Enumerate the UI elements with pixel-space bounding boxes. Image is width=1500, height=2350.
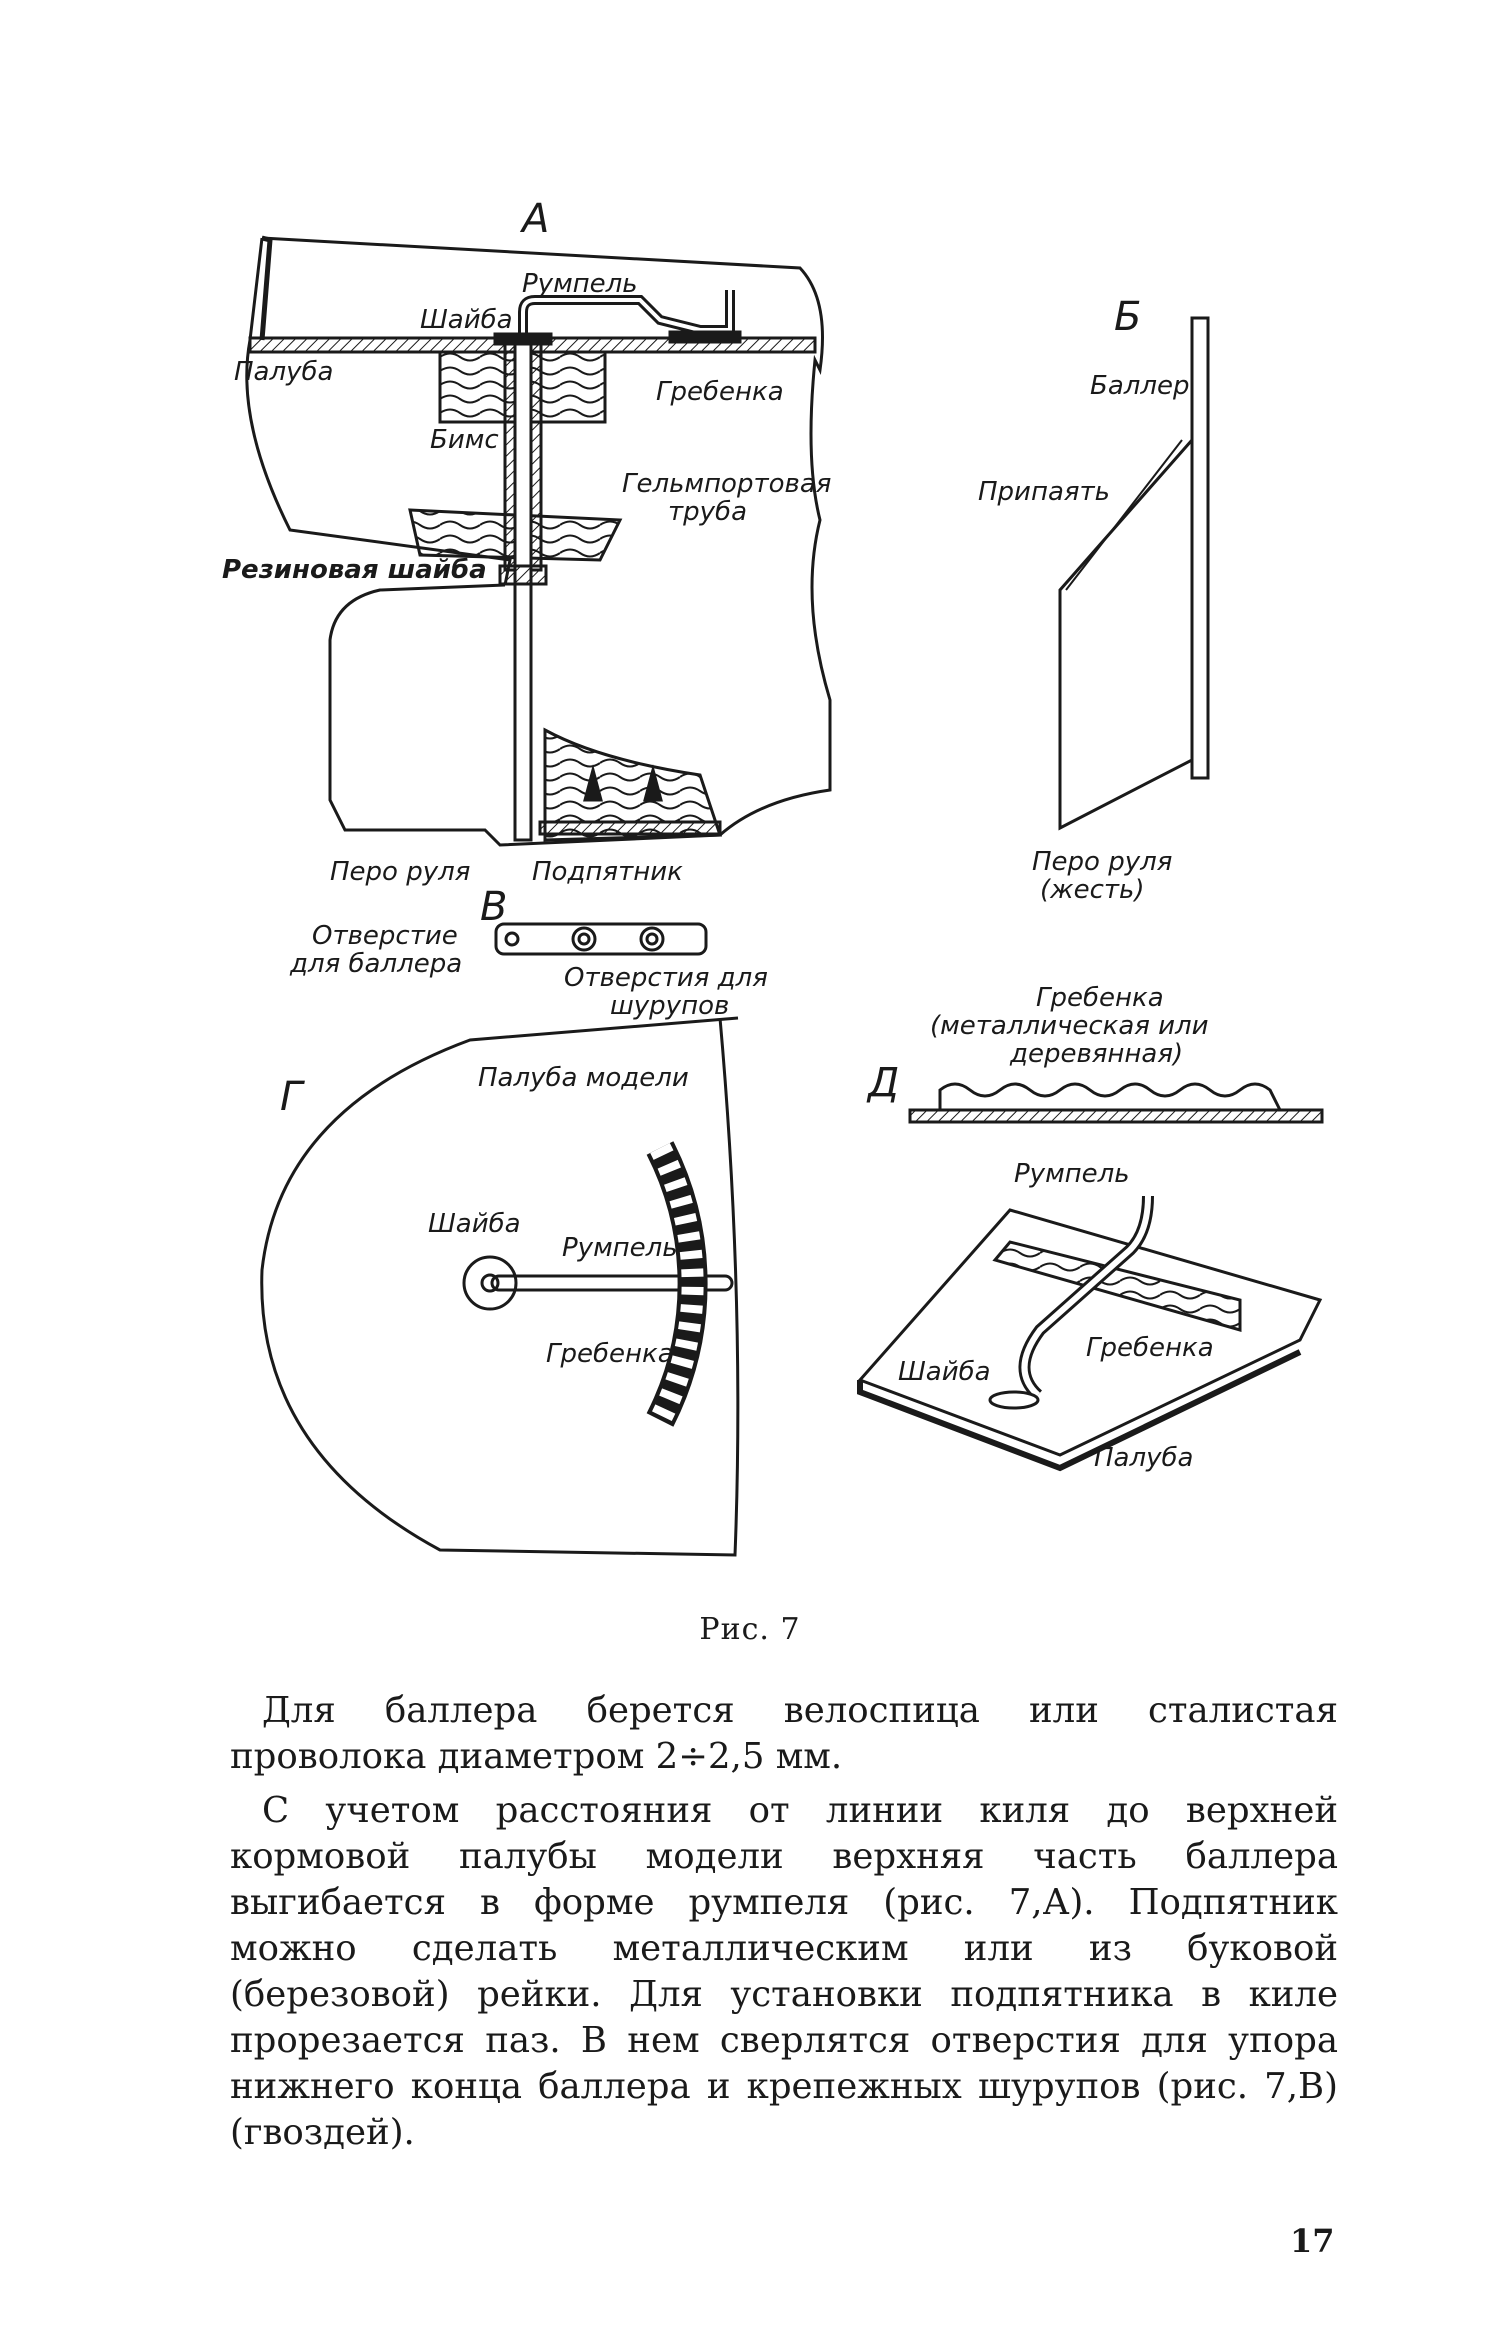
deck-perspective — [857, 1208, 1323, 1457]
comb-on-deck — [668, 330, 742, 344]
tiller-rod — [490, 1274, 734, 1292]
label-deck: Палуба модели — [478, 1063, 689, 1093]
hull-outline — [261, 236, 832, 847]
label-grebenka-2: (металлическая или — [930, 1011, 1209, 1041]
panel-d: Д Гребенка (металлическая или деревянная… — [857, 983, 1324, 1473]
paragraph-2: С учетом расстояния от линии киля до вер… — [230, 1790, 1338, 2153]
rubber-washer — [498, 564, 548, 586]
paragraph-1: Для баллера берется велоспица или сталис… — [230, 1690, 1338, 1777]
label-pero-2: (жесть) — [1040, 875, 1144, 905]
panel-v: В Отверстие для баллера Отверстия для шу… — [289, 884, 768, 1021]
label-pero-rulya: Перо руля — [330, 857, 470, 887]
label-paluba: Палуба — [234, 357, 333, 387]
label-bims: Бимс — [430, 425, 499, 455]
label-rumpel: Румпель — [522, 269, 638, 299]
label-gelmport-2: труба — [668, 497, 747, 527]
panel-b: Б Баллер Припаять Перо руля (жесть) — [978, 294, 1210, 905]
page-number: 17 — [1290, 2222, 1335, 2260]
label-baller: Баллер — [1090, 371, 1190, 401]
label-shaiba: Шайба — [428, 1209, 521, 1239]
washer-outer — [462, 1255, 518, 1311]
label-grebenka-3: деревянная) — [1009, 1039, 1183, 1069]
washer-perspective — [988, 1390, 1040, 1410]
panel-g: Г Палуба модели Шайба Румпель Гребенка — [260, 1016, 740, 1557]
figure-7-drawing: А Румпель Шайба Палуба Гребенка Бимс Гел… — [222, 196, 1324, 1557]
label-holes-2: шурупов — [610, 991, 729, 1021]
thrust-bearing — [538, 820, 722, 836]
comb-perspective — [992, 1240, 1242, 1332]
label-grebenka: Гребенка — [1086, 1333, 1214, 1363]
panel-a-letter: А — [519, 196, 549, 242]
label-grebenka: Гребенка — [656, 377, 784, 407]
label-hole-1: Отверстие — [312, 921, 458, 951]
label-grebenka-1: Гребенка — [1036, 983, 1164, 1013]
body-text: Для баллера берется велоспица или сталис… — [230, 1680, 1338, 2156]
comb-base — [908, 1108, 1324, 1124]
keel — [543, 727, 723, 842]
deck-outline — [260, 1016, 740, 1557]
label-gelmport-1: Гельмпортовая — [622, 469, 831, 499]
panel-a: А Румпель Шайба Палуба Гребенка Бимс Гел… — [222, 196, 832, 887]
label-rubber-washer: Резиновая шайба — [222, 555, 487, 585]
figure-caption: Рис. 7 — [699, 1612, 801, 1647]
label-pripayat: Припаять — [978, 477, 1110, 507]
deck-washer — [493, 332, 553, 346]
label-rumpel: Румпель — [562, 1233, 678, 1263]
label-hole-2: для баллера — [289, 949, 462, 979]
label-pero-1: Перо руля — [1032, 847, 1172, 877]
panel-d-letter: Д — [866, 1060, 899, 1106]
screw — [583, 764, 603, 802]
label-shaiba: Шайба — [420, 305, 513, 335]
screw-hole — [639, 926, 665, 952]
panel-g-letter: Г — [280, 1074, 305, 1120]
label-rumpel: Румпель — [1014, 1159, 1130, 1189]
label-grebenka: Гребенка — [546, 1339, 674, 1369]
label-podpyatnik: Подпятник — [532, 857, 683, 887]
rudder-stock — [1190, 316, 1210, 780]
panel-b-letter: Б — [1114, 294, 1141, 340]
comb-teeth — [938, 1082, 1282, 1111]
screw-hole — [571, 926, 597, 952]
thrust-bearing-strip — [494, 922, 708, 956]
screw — [643, 764, 663, 802]
panel-v-letter: В — [480, 884, 507, 930]
stock-hole — [504, 931, 520, 947]
label-paluba: Палуба — [1094, 1443, 1193, 1473]
label-shaiba: Шайба — [898, 1357, 991, 1387]
label-holes-1: Отверстия для — [564, 963, 768, 993]
